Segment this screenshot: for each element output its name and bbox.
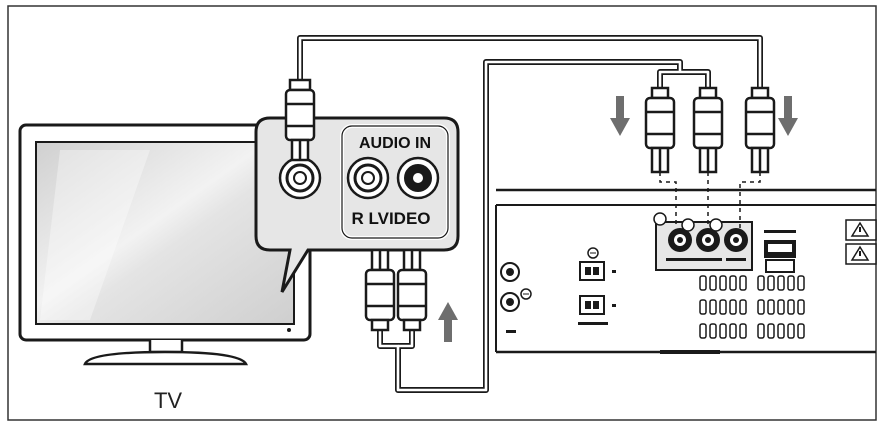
receiver-aux-jacks [500,262,532,333]
vent-slot [797,299,805,315]
tv-audio-plug-l [396,248,428,332]
arrow-up-icon [438,302,458,342]
tv-power-indicator [287,328,291,332]
vent-slot [767,323,775,339]
vent-slot [777,323,785,339]
vent-slot [719,323,727,339]
connection-callout: AUDIO IN R LVIDEO [254,116,460,293]
vent-slot [777,299,785,315]
vent-slot [709,299,717,315]
tv-audio-plug-r [364,248,396,332]
vent-slot [797,275,805,291]
vent-slot [729,323,737,339]
receiver-output-jacks [653,212,748,261]
warning-icon [845,219,877,265]
tv-label: TV [154,388,182,413]
audio-in-box [341,125,449,239]
vent-slot [729,299,737,315]
vent-slot [739,323,747,339]
receiver-back-panel [495,188,877,354]
receiver-plug-audio-r [644,86,676,174]
tv-screen-glare [40,150,150,320]
vent-slot [719,275,727,291]
vent-slot [767,275,775,291]
receiver-plugs [644,86,776,174]
vent-slot [787,275,795,291]
r-l-video-label: R LVIDEO [351,209,430,228]
vent-slot [709,323,717,339]
vent-slot [787,299,795,315]
vent-slot [777,275,785,291]
tv: TV [18,123,312,413]
vent-slot [699,275,707,291]
tv-screen [35,141,295,325]
tv-audio-r-jack [346,156,390,200]
vent-slot [787,323,795,339]
receiver-vent-grille [699,275,805,339]
tv-audio-l-jack [396,156,440,200]
arrow-down-icon [778,96,798,136]
tv-stand [83,350,249,366]
vent-slot [709,275,717,291]
arrow-down-icon [610,96,630,136]
vent-slot [699,299,707,315]
cables-highlight [298,36,762,392]
plug-guide-lines [659,172,761,228]
audio-in-label: AUDIO IN [359,135,431,152]
vent-slot [719,299,727,315]
vent-slot [757,323,765,339]
receiver-plug-video [744,86,776,174]
receiver-speaker-terminals [578,247,616,325]
vent-slot [739,275,747,291]
vent-slot [757,299,765,315]
vent-slot [767,299,775,315]
vent-slot [757,275,765,291]
tv-video-plug [284,78,316,162]
tv-audio-plugs [364,248,428,332]
receiver-hdmi-port [764,230,796,273]
vent-slot [797,323,805,339]
vent-slot [739,299,747,315]
tv-video-jack [278,156,322,200]
tv-neck [148,340,184,354]
vent-slot [729,275,737,291]
vent-slot [699,323,707,339]
receiver-plug-audio-l [692,86,724,174]
